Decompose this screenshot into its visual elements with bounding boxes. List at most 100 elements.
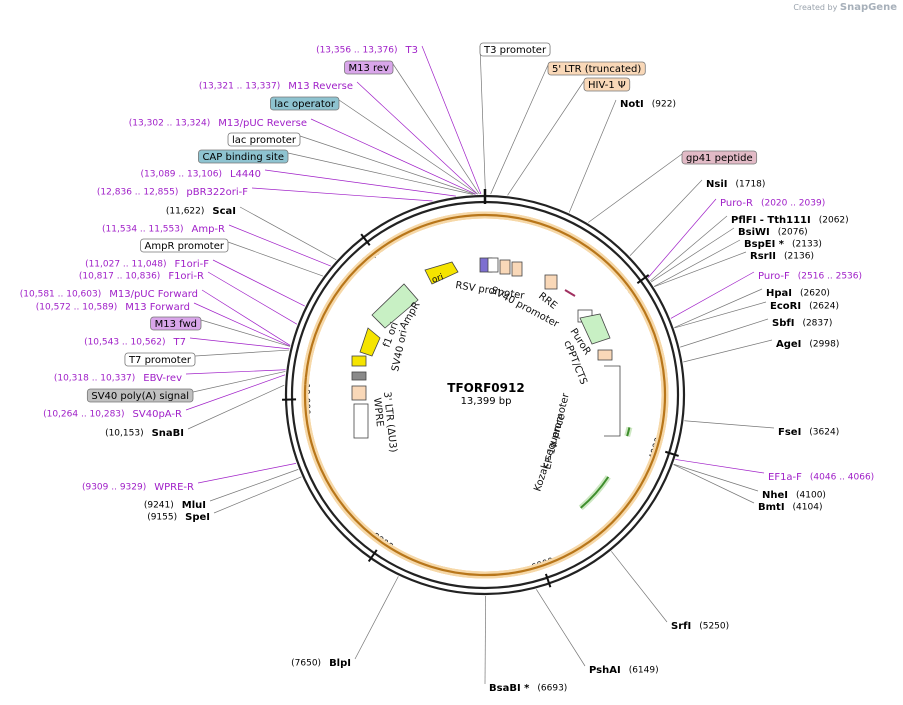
orf-arrows [301, 211, 669, 579]
left-label-20-name: SV40 poly(A) signal [91, 391, 189, 402]
right-label-1-box [547, 61, 646, 76]
right-label-18-name: NheI [762, 490, 788, 501]
feature-box [499, 259, 511, 275]
right-label-3: NotI(922) [620, 99, 676, 110]
leader-line [654, 251, 747, 288]
leader-line [239, 206, 337, 261]
feature-box [487, 257, 499, 273]
right-label-0-name: T3 promoter [483, 45, 547, 56]
right-label-20-name: SrfI [671, 621, 691, 632]
left-label-21-coords: (10,264 .. 10,283) [43, 410, 124, 420]
right-label-15: AgeI (2998) [776, 339, 839, 350]
left-label-21-name: SV40pA-R [133, 409, 182, 420]
label-kozak: Kozak sequence [532, 413, 567, 493]
leader-line [629, 179, 703, 257]
right-label-13-coords: (2624) [809, 302, 839, 312]
left-label-16-box [150, 316, 202, 331]
plasmid-length: 13,399 bp [461, 396, 512, 407]
left-label-15-name: M13 Forward [125, 302, 190, 313]
right-label-1: 5' LTR (truncated) [547, 61, 646, 76]
left-label-23: WPRE-R(9309 .. 9329) [82, 482, 194, 493]
tick-mark [544, 573, 552, 588]
leader-line [680, 318, 769, 348]
left-label-19: EBV-rev(10,318 .. 10,337) [54, 373, 182, 384]
leader-line [212, 259, 305, 307]
left-label-10-name: Amp-R [192, 224, 226, 235]
left-label-12-coords: (11,027 .. 11,048) [85, 260, 166, 270]
right-label-2-name: HIV-1 Ψ [588, 80, 626, 91]
left-label-13: F1ori-R(10,817 .. 10,836) [79, 271, 204, 282]
left-label-14-name: M13/pUC Forward [109, 289, 198, 300]
tick-mark [360, 233, 371, 246]
leader-line [588, 153, 683, 223]
leader-line [356, 81, 478, 195]
leader-line [310, 118, 477, 195]
leader-line [683, 339, 773, 363]
left-label-0-coords: (13,356 .. 13,376) [316, 46, 397, 56]
left-label-25: SpeI(9155) [147, 512, 210, 523]
right-label-12-coords: (2620) [800, 289, 830, 299]
right-label-15-coords: (2998) [809, 340, 839, 350]
leader-line [479, 45, 486, 195]
leader-line [536, 589, 586, 667]
left-label-3-box [270, 96, 340, 111]
right-label-18: NheI(4100) [762, 490, 826, 501]
label-wpre: WPRE [371, 397, 385, 427]
cppt-bracket [604, 365, 621, 437]
orf-band [323, 478, 465, 578]
leader-line [651, 227, 735, 283]
left-label-9: ScaI (11,622) [166, 206, 236, 217]
left-label-22-coords: (10,153) [105, 429, 144, 439]
right-label-12: HpaI(2620) [766, 288, 830, 299]
right-label-16-name: FseI [778, 427, 801, 438]
left-label-17: T7(10,543 .. 10,562) [84, 337, 186, 348]
leader-line [194, 349, 290, 357]
leader-line [674, 288, 763, 328]
right-label-10: RsrII(2136) [750, 251, 814, 262]
left-label-0-name: T3 [405, 45, 418, 56]
feature-box [351, 355, 367, 367]
right-label-4: gp41 peptide [681, 150, 758, 165]
leader-line [611, 551, 668, 623]
rre-mark [564, 289, 576, 297]
green-arrow [626, 427, 631, 437]
left-label-9-coords: (11,622) [166, 207, 205, 217]
leader-line [185, 374, 286, 411]
right-label-3-coords: (922) [652, 100, 676, 110]
left-label-13-name: F1ori-R [168, 271, 204, 282]
puror-arrow [579, 313, 611, 345]
left-label-4-name: M13/pUC Reverse [218, 118, 307, 129]
left-label-9-name: ScaI [212, 206, 236, 217]
leader-line [193, 302, 291, 347]
right-label-19-coords: (4104) [793, 503, 823, 513]
leader-line [227, 241, 324, 277]
leader-line [228, 224, 331, 267]
right-label-22-coords: (6693) [537, 684, 567, 694]
right-label-15-name: AgeI [776, 339, 801, 350]
ampr-arrow [371, 283, 419, 329]
left-label-4: M13/pUC Reverse(13,302 .. 13,324) [129, 118, 307, 129]
leader-line [201, 289, 291, 346]
right-label-13: EcoRI(2624) [770, 301, 839, 312]
leader-line [673, 463, 759, 492]
left-label-8: pBR322ori-F(12,836 .. 12,855) [97, 187, 248, 198]
right-label-6: Puro-R(2020 .. 2039) [720, 198, 825, 209]
left-label-10: Amp-R(11,534 .. 11,553) [102, 224, 225, 235]
left-label-24: MluI(9241) [144, 500, 206, 511]
left-label-20: SV40 poly(A) signal [86, 388, 194, 403]
leader-line [674, 301, 767, 329]
left-label-23-name: WPRE-R [154, 482, 194, 493]
right-label-9-coords: (2133) [792, 240, 822, 250]
left-label-12: F1ori-F(11,027 .. 11,048) [85, 259, 209, 270]
left-label-11-box [140, 238, 229, 253]
leader-line [251, 187, 433, 202]
right-label-21: PshAI(6149) [589, 665, 659, 676]
feature-glyphs [351, 257, 621, 439]
leader-lines [185, 45, 775, 685]
right-label-5: NsiI(1718) [706, 179, 765, 190]
right-label-2-box [583, 77, 631, 92]
left-label-6: CAP binding site [198, 149, 289, 164]
right-label-8: BsiWI(2076) [738, 227, 808, 238]
left-label-5-name: lac promoter [232, 135, 297, 146]
